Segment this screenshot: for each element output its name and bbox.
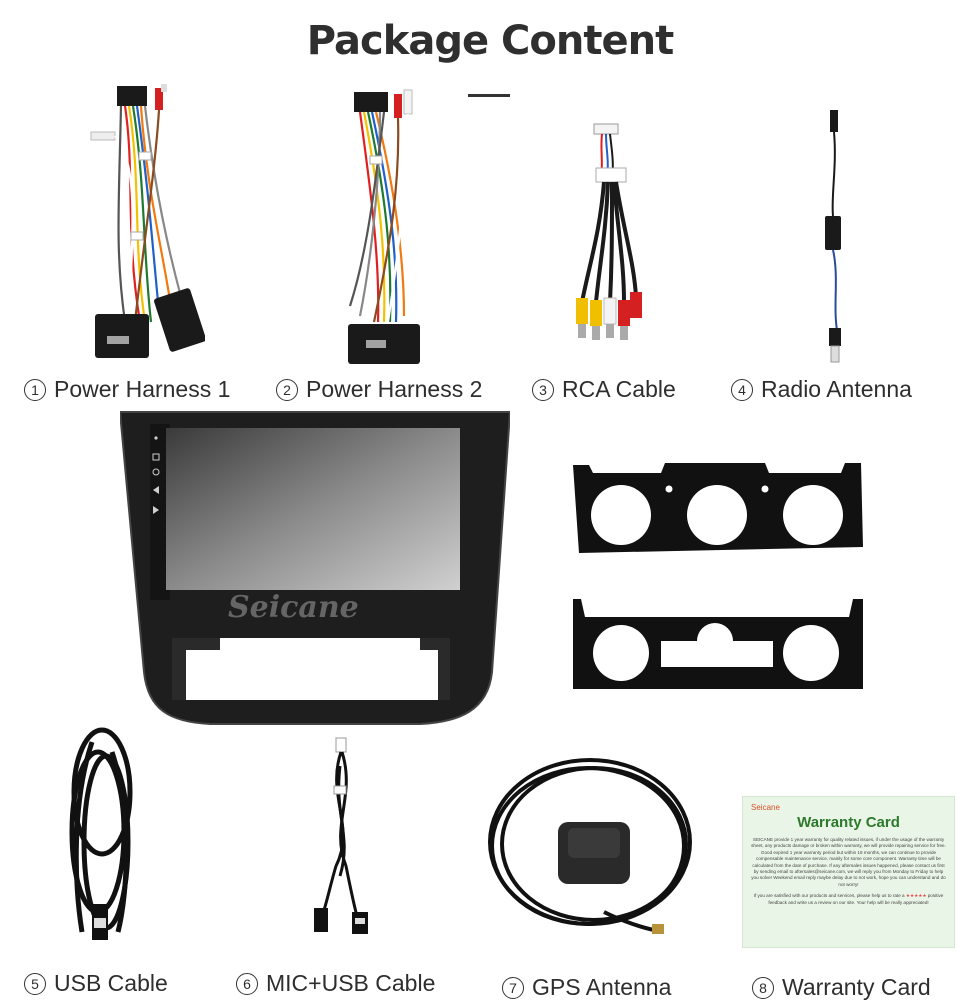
power-harness-2-image [348, 89, 420, 364]
trim-panel-upper-image [573, 463, 863, 553]
warranty-card-title: Warranty Card [797, 814, 900, 831]
trim-panel-lower-image [573, 599, 863, 689]
radio-antenna-image [825, 110, 841, 363]
head-unit-image: Seicane [120, 410, 510, 728]
power-harness-1-image [90, 84, 205, 358]
warranty-card-brand: Seicane [751, 803, 780, 812]
usb-cable-image [69, 727, 133, 940]
warranty-card-body: SEICANE provide 1 year warranty for qual… [751, 837, 946, 887]
warranty-card-feedback: If you are satisfied with our products a… [753, 893, 944, 905]
brand-watermark: Seicane [228, 590, 359, 625]
mic-usb-cable-image [314, 737, 368, 934]
title-divider [468, 94, 510, 97]
rca-cable-image [576, 123, 642, 340]
rating-stars: ★★★★★ [905, 893, 927, 899]
gps-antenna-image [488, 758, 692, 934]
page-title: Package Content [306, 18, 674, 64]
warranty-card-image: Seicane Warranty Card SEICANE provide 1 … [742, 796, 955, 948]
